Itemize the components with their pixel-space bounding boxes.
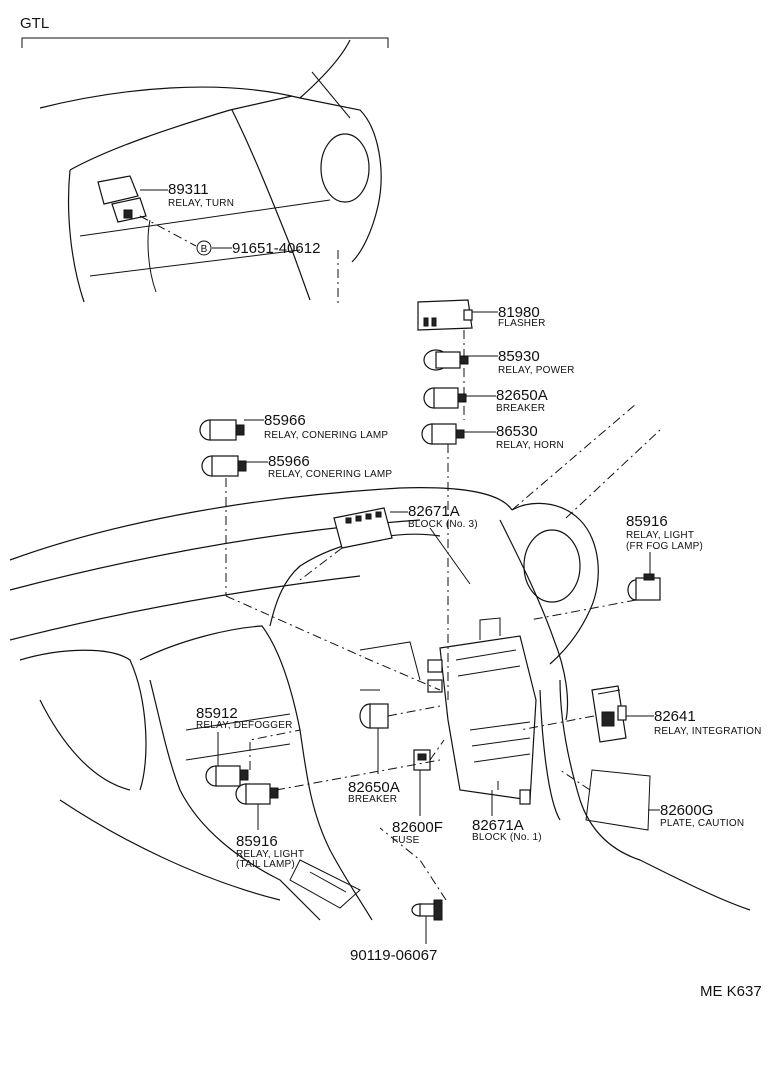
part-number-85930: 85930 bbox=[498, 348, 540, 365]
assembly-dashed-lines bbox=[225, 330, 637, 901]
relay-cornering-b-part bbox=[201, 455, 247, 477]
part-desc1-85916-fog: RELAY, LIGHT bbox=[626, 530, 694, 541]
part-desc-82600f: FUSE bbox=[392, 835, 420, 846]
part-desc-82650a-top: BREAKER bbox=[496, 403, 545, 414]
dash-91651 bbox=[139, 215, 197, 247]
part-number-85912: 85912 bbox=[196, 705, 238, 722]
fuse-part bbox=[413, 749, 431, 771]
part-desc-82600g: PLATE, CAUTION bbox=[660, 818, 744, 829]
inset-dashboard-drawing bbox=[39, 39, 382, 305]
part-number-85966-a: 85966 bbox=[264, 412, 306, 429]
flasher-part bbox=[417, 299, 473, 331]
relay-defogger-part bbox=[205, 765, 249, 787]
bolt-symbol-circle bbox=[196, 240, 212, 256]
relay-cornering-a-part bbox=[199, 419, 245, 441]
part-desc-85930: RELAY, POWER bbox=[498, 365, 575, 376]
part-number-82600f: 82600F bbox=[392, 819, 443, 836]
part-number-82650a-top: 82650A bbox=[496, 387, 548, 404]
leader-block3-to-panel bbox=[429, 527, 471, 585]
relay-integration-part bbox=[591, 685, 627, 743]
part-number-85916-fog: 85916 bbox=[626, 513, 668, 530]
part-number-89311: 89311 bbox=[168, 181, 209, 198]
relay-fog-lamp-part bbox=[627, 573, 661, 601]
caution-plate-shape bbox=[585, 769, 651, 831]
part-desc-82641: RELAY, INTEGRATION bbox=[654, 726, 762, 737]
breaker-low-part bbox=[359, 703, 389, 729]
part-number-82650a-low: 82650A bbox=[348, 779, 400, 796]
part-number-85916-tail: 85916 bbox=[236, 833, 278, 850]
main-dashboard-drawing bbox=[9, 403, 751, 921]
part-desc-85966-b: RELAY, CONERING LAMP bbox=[268, 469, 392, 480]
part-number-81980: 81980 bbox=[498, 304, 540, 321]
part-desc-89311: RELAY, TURN bbox=[168, 198, 234, 209]
relay-horn-part bbox=[421, 423, 465, 445]
part-desc-85912: RELAY, DEFOGGER bbox=[196, 720, 293, 731]
relay-turn-part bbox=[97, 175, 147, 223]
part-number-82671a-block1: 82671A bbox=[472, 817, 524, 834]
junction-block-no3-part bbox=[333, 507, 393, 549]
breaker-top-part bbox=[423, 387, 467, 409]
part-number-82600g: 82600G bbox=[660, 802, 713, 819]
part-desc-82650a-low: BREAKER bbox=[348, 794, 397, 805]
screw-part bbox=[411, 899, 443, 921]
relay-power-part bbox=[423, 349, 469, 371]
part-number-82641: 82641 bbox=[654, 708, 696, 725]
part-desc1-85916-tail: RELAY, LIGHT bbox=[236, 849, 304, 860]
part-desc-82671a-block3: BLOCK (No. 3) bbox=[408, 519, 478, 530]
part-number-82671a-block3: 82671A bbox=[408, 503, 460, 520]
part-number-86530: 86530 bbox=[496, 423, 538, 440]
part-desc-82671a-block1: BLOCK (No. 1) bbox=[472, 832, 542, 843]
junction-block-no1-part bbox=[427, 617, 537, 805]
part-desc2-85916-fog: (FR FOG LAMP) bbox=[626, 541, 703, 552]
relay-tail-lamp-part bbox=[235, 783, 279, 805]
bolt-symbol-letter: B bbox=[201, 244, 208, 255]
part-desc-86530: RELAY, HORN bbox=[496, 440, 564, 451]
part-number-85966-b: 85966 bbox=[268, 453, 310, 470]
part-number-90119: 90119-06067 bbox=[350, 947, 437, 964]
drawing-reference: ME K637 bbox=[700, 983, 762, 1000]
part-desc-85966-a: RELAY, CONERING LAMP bbox=[264, 430, 388, 441]
part-desc-81980: FLASHER bbox=[498, 318, 546, 329]
variant-code: GTL bbox=[20, 15, 49, 32]
part-number-91651: 91651-40612 bbox=[232, 240, 320, 257]
part-desc2-85916-tail: (TAIL LAMP) bbox=[236, 859, 295, 870]
inset-bracket bbox=[21, 37, 389, 48]
